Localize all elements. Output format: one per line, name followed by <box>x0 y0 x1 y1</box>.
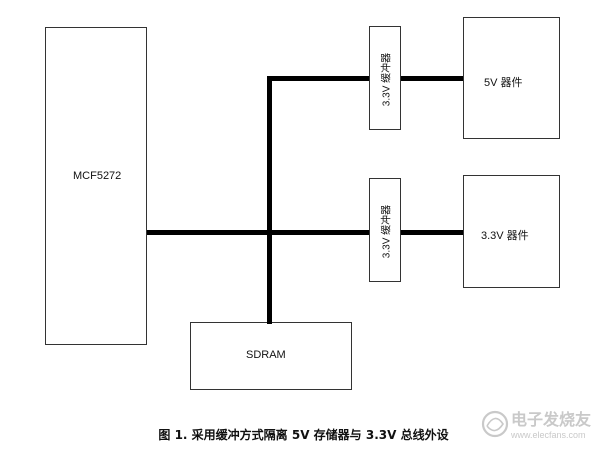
watermark-swirl-icon <box>481 410 509 438</box>
device-3v3-label: 3.3V 器件 <box>481 230 529 242</box>
bus-horizontal-main <box>147 230 369 235</box>
figure-caption: 图 1. 采用缓冲方式隔离 5V 存储器与 3.3V 总线外设 <box>158 428 449 442</box>
buffer-top-block <box>369 26 401 130</box>
wire-buffer-bottom-to-3v3 <box>401 230 465 235</box>
buffer-bottom-block <box>369 178 401 282</box>
wire-buffer-top-to-5v <box>401 76 465 81</box>
bus-vertical <box>267 76 272 324</box>
device-5v-block <box>463 17 560 139</box>
watermark-url: www.elecfans.com <box>511 430 586 440</box>
device-5v-label: 5V 器件 <box>484 77 523 89</box>
bus-horizontal-top <box>267 76 369 81</box>
mcf5272-block <box>45 27 147 345</box>
buffer-bottom-label: 3.3V 缓冲器 <box>381 204 393 259</box>
buffer-top-label: 3.3V 缓冲器 <box>381 52 393 107</box>
mcf5272-label: MCF5272 <box>73 170 122 182</box>
watermark-brand: 电子发烧友 <box>511 410 592 429</box>
device-3v3-block <box>463 175 560 288</box>
watermark-logo: 电子发烧友 www.elecfans.com <box>481 402 601 448</box>
sdram-label: SDRAM <box>246 349 286 361</box>
